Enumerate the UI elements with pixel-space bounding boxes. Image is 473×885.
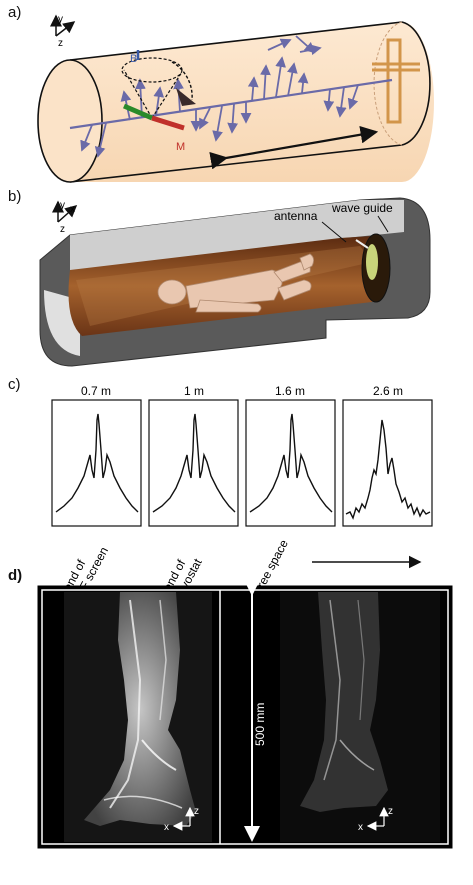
mri-right-axis-x: x	[358, 822, 363, 833]
distance-label-4: 2.6 m	[373, 384, 403, 398]
distance-label-3: 1.6 m	[275, 384, 305, 398]
panel-a-label: a)	[8, 4, 22, 21]
vector-m-label: M	[176, 141, 185, 153]
patient-figure	[157, 253, 314, 313]
axis-triad-b: y x z	[52, 200, 78, 235]
mri-left-axis-x: x	[164, 822, 169, 833]
mri-left-axis-z: z	[194, 806, 199, 817]
panel-b-label: b)	[8, 188, 22, 205]
panel-c: 0.7 m 1 m 1.6 m 2.6 m end of RF screen e…	[51, 384, 433, 600]
waveguide-label: wave guide	[331, 201, 393, 215]
spectrum-frame-1	[51, 399, 142, 527]
vector-b-label: B	[130, 53, 137, 65]
axis-b-y: y	[60, 200, 65, 211]
scale-bar: 500 mm	[244, 580, 267, 842]
axis-triad-a: y z	[50, 14, 76, 49]
cylinder-front-rim	[37, 59, 103, 183]
panel-a: y z	[37, 14, 434, 183]
axis-b-x: x	[70, 204, 75, 215]
spectrum-frame-2	[148, 399, 239, 527]
mri-right-axis-z: z	[388, 806, 393, 817]
magnetization-cone: B M	[121, 50, 196, 153]
scale-bar-label: 500 mm	[253, 703, 267, 746]
panel-b: y x z antenna wave guide	[39, 197, 431, 367]
mri-right: z x	[280, 592, 440, 842]
position-label-3: free space	[252, 537, 291, 593]
panel-c-label: c)	[8, 376, 21, 393]
spectrum-frame-3	[245, 399, 336, 527]
panel-d: z x 500 mm z x	[37, 580, 453, 849]
axis-y-label: y	[58, 14, 63, 25]
propagation-axis	[69, 78, 393, 130]
axis-b-z: z	[60, 224, 65, 235]
wave-field-arrows	[80, 35, 359, 158]
direction-double-arrow	[209, 125, 379, 170]
distance-label-2: 1 m	[184, 384, 204, 398]
antenna-label: antenna	[274, 209, 318, 223]
spectrum-frame-4	[342, 399, 433, 527]
distance-label-1: 0.7 m	[81, 384, 111, 398]
panel-d-label: d)	[8, 567, 23, 584]
mri-left: z x	[64, 592, 212, 842]
axis-z-label: z	[58, 38, 63, 49]
